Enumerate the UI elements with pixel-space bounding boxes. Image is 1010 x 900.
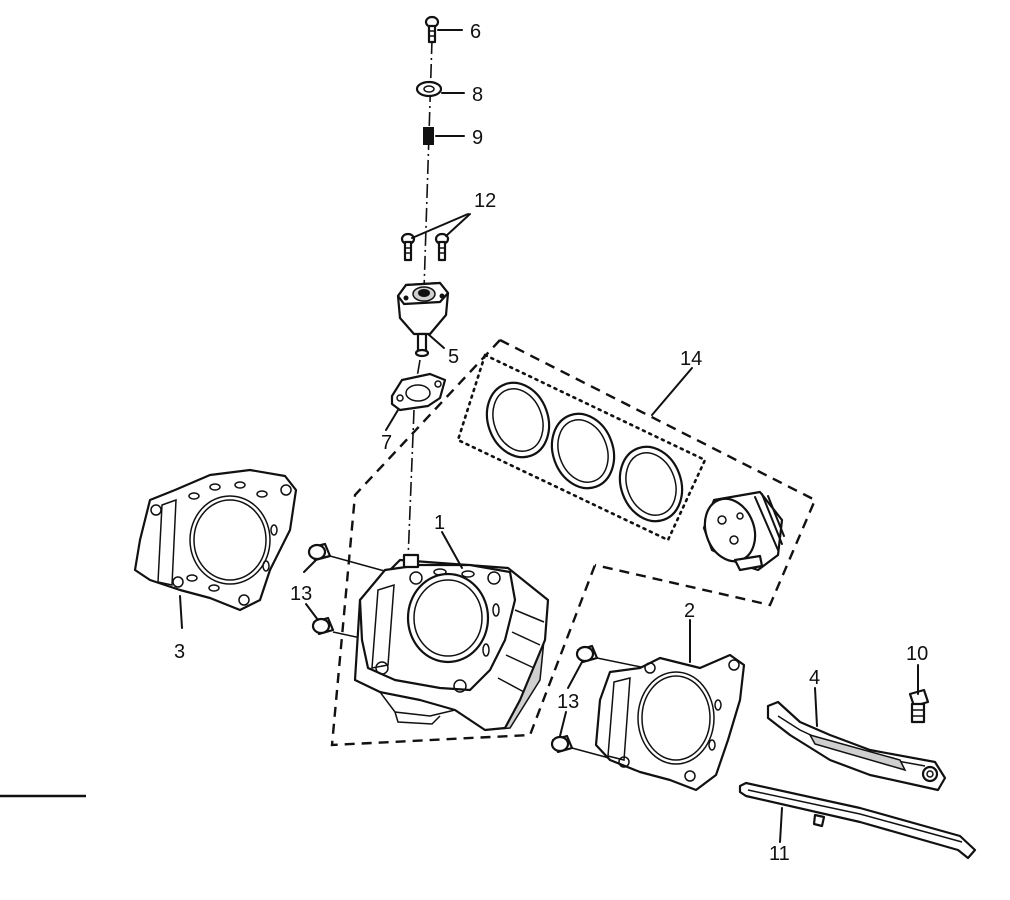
leader-lines bbox=[179, 29, 919, 843]
part-3-cylinder-gasket bbox=[133, 468, 298, 612]
part-13-dowel-pins-right bbox=[550, 644, 647, 763]
part-14-piston bbox=[702, 490, 785, 572]
callout-14: 14 bbox=[680, 348, 702, 370]
callout-4: 4 bbox=[809, 667, 820, 689]
part-2-head-gasket bbox=[594, 653, 746, 792]
callout-5: 5 bbox=[448, 346, 459, 368]
group-outline-cylinder bbox=[330, 339, 597, 747]
callout-13-left: 13 bbox=[290, 583, 312, 605]
callout-10: 10 bbox=[906, 643, 928, 665]
callout-7: 7 bbox=[381, 432, 392, 454]
part-6-bolt bbox=[424, 15, 440, 44]
callout-12: 12 bbox=[474, 190, 496, 212]
part-7-gasket bbox=[390, 372, 447, 412]
group-outline-piston-14 bbox=[456, 338, 817, 607]
part-5-tensioner bbox=[396, 281, 450, 358]
part-1-cylinder bbox=[353, 553, 550, 732]
callout-6: 6 bbox=[470, 21, 481, 43]
callout-13-right: 13 bbox=[557, 691, 579, 713]
callout-8: 8 bbox=[472, 84, 483, 106]
part-10-bolt bbox=[908, 688, 930, 724]
part-9-spring bbox=[423, 127, 434, 145]
part-14-piston-rings bbox=[485, 381, 684, 523]
callout-labels: 6 8 9 12 5 7 14 1 13 3 2 13 4 10 11 bbox=[174, 21, 928, 865]
callout-2: 2 bbox=[684, 600, 695, 622]
callout-11: 11 bbox=[769, 843, 790, 865]
callout-3: 3 bbox=[174, 641, 185, 663]
part-8-washer bbox=[415, 80, 443, 98]
part-12-bolts bbox=[400, 232, 450, 262]
part-11-chain-guide bbox=[738, 781, 977, 860]
callout-9: 9 bbox=[472, 127, 483, 149]
part-4-chain-guide bbox=[766, 700, 947, 792]
callout-1: 1 bbox=[434, 512, 445, 534]
